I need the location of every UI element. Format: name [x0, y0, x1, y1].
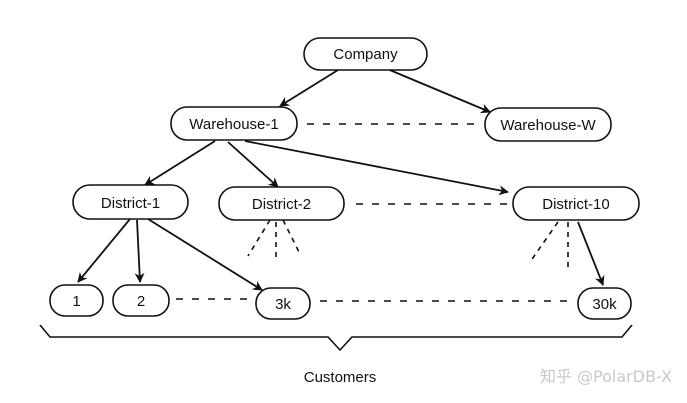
node-company-label: Company — [333, 46, 398, 63]
customers-brace — [39, 324, 633, 352]
node-warehouse-w-label: Warehouse-W — [500, 117, 596, 134]
dashed-district-10-child-a — [529, 221, 559, 263]
edge-district-1-customer-3k — [147, 218, 263, 291]
node-warehouse-w: Warehouse-W — [484, 107, 612, 142]
node-customer-1-label: 1 — [72, 293, 80, 310]
edge-warehouse-1-district-1 — [144, 140, 216, 186]
node-district-2-label: District-2 — [252, 196, 311, 213]
edges — [77, 67, 605, 291]
node-district-2: District-2 — [218, 186, 345, 221]
node-district-10: District-10 — [512, 186, 640, 221]
dashed-district-2-child-a — [247, 219, 271, 257]
edge-company-warehouse-1 — [279, 69, 339, 107]
node-warehouse-1: Warehouse-1 — [170, 106, 298, 141]
customers-caption: Customers — [304, 369, 377, 386]
node-customer-3k: 3k — [255, 287, 311, 320]
watermark: 知乎 @PolarDB-X — [540, 367, 672, 386]
edge-district-1-customer-2 — [134, 219, 145, 283]
node-customer-1: 1 — [49, 284, 104, 317]
node-district-1: District-1 — [72, 184, 189, 220]
edge-district-10-customer-30k — [577, 221, 605, 286]
dashed-district-2-child-c — [282, 219, 301, 255]
node-district-1-label: District-1 — [101, 195, 160, 212]
edge-district-1-customer-1 — [77, 218, 131, 283]
edge-warehouse-1-district-2 — [227, 141, 279, 188]
node-customer-30k: 30k — [577, 287, 632, 320]
node-customer-3k-label: 3k — [275, 296, 291, 313]
edge-company-warehouse-w — [384, 67, 491, 114]
node-customer-30k-label: 30k — [592, 296, 617, 313]
node-customer-2-label: 2 — [137, 293, 145, 310]
node-company: Company — [303, 37, 428, 71]
node-district-10-label: District-10 — [542, 196, 610, 213]
node-warehouse-1-label: Warehouse-1 — [189, 116, 279, 133]
node-customer-2: 2 — [112, 284, 170, 317]
continuation-lines — [176, 123, 569, 302]
edge-warehouse-1-district-10 — [244, 140, 509, 196]
